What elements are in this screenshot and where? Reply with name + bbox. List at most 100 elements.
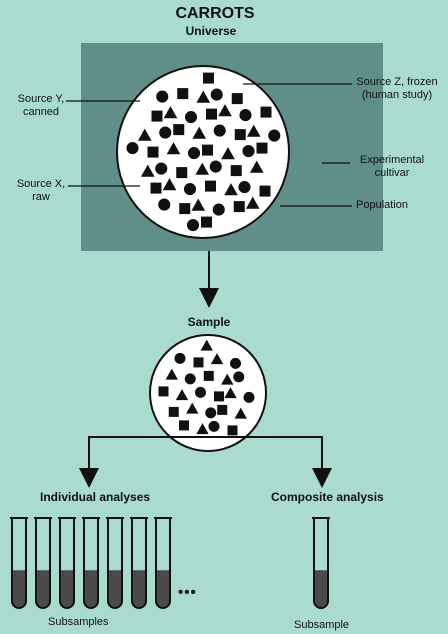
source-x-label: Source X, raw [10, 178, 72, 204]
circle-particle-icon [212, 203, 225, 216]
triangle-particle-icon [137, 128, 152, 141]
square-particle-icon [201, 216, 212, 228]
triangle-particle-icon [191, 198, 206, 211]
square-particle-icon [230, 165, 242, 177]
tube-liquid [84, 570, 98, 608]
diagram-title: CARROTS [175, 5, 255, 22]
circle-particle-icon [156, 90, 169, 103]
test-tube-icon [59, 518, 75, 609]
square-particle-icon [151, 110, 163, 122]
triangle-particle-icon [224, 183, 238, 196]
tube-liquid [108, 570, 122, 608]
triangle-particle-icon [186, 402, 199, 414]
square-particle-icon [193, 357, 204, 368]
subsample-label: Subsample [294, 619, 350, 631]
square-particle-icon [179, 203, 191, 215]
test-tube-icon [155, 518, 171, 609]
triangle-particle-icon [166, 142, 181, 155]
square-particle-icon [217, 404, 228, 415]
square-particle-icon [203, 72, 214, 84]
individual-analyses-label: Individual analyses [40, 490, 151, 504]
individual-test-tubes [10, 517, 172, 609]
circle-particle-icon [209, 160, 222, 173]
experimental-cultivar-label: Experimental cultivar [352, 154, 432, 180]
triangle-particle-icon [221, 147, 235, 160]
source-x-line2: raw [32, 191, 50, 204]
circle-particle-icon [213, 124, 226, 137]
tube-liquid [36, 570, 50, 608]
square-particle-icon [158, 386, 169, 397]
square-particle-icon [206, 108, 217, 120]
triangle-particle-icon [175, 389, 189, 401]
square-particle-icon [202, 144, 213, 156]
test-tube-icon [83, 518, 99, 609]
square-particle-icon [256, 142, 268, 154]
tube-liquid [132, 570, 146, 608]
circle-particle-icon [126, 142, 139, 155]
source-x-line1: Source X, [16, 178, 66, 190]
triangle-particle-icon [140, 164, 155, 177]
triangle-particle-icon [245, 196, 260, 209]
source-y-label: Source Y, canned [10, 93, 72, 119]
square-particle-icon [205, 180, 216, 192]
test-tube-icon [131, 518, 147, 609]
circle-particle-icon [233, 371, 245, 383]
triangle-particle-icon [249, 160, 264, 173]
tube-liquid [156, 570, 170, 608]
square-particle-icon [231, 93, 243, 105]
square-particle-icon [233, 201, 245, 213]
sample-particles [158, 339, 255, 436]
circle-particle-icon [230, 357, 241, 369]
more-tubes-ellipsis: ••• [178, 584, 197, 601]
circle-particle-icon [184, 111, 198, 124]
test-tube-icon [11, 518, 27, 609]
source-z-line1: Source Z, frozen [356, 76, 438, 88]
composite-analysis-label: Composite analysis [271, 490, 384, 504]
square-particle-icon [203, 370, 214, 381]
square-particle-icon [168, 406, 179, 417]
triangle-particle-icon [196, 90, 211, 103]
test-tube-icon [313, 518, 329, 609]
square-particle-icon [173, 124, 185, 136]
circle-particle-icon [242, 145, 255, 158]
circle-particle-icon [183, 183, 197, 196]
triangle-particle-icon [200, 339, 213, 351]
tube-liquid [314, 570, 328, 608]
circle-particle-icon [239, 109, 252, 122]
square-particle-icon [147, 146, 159, 158]
test-tube-icon [107, 518, 123, 609]
tube-liquid [12, 570, 26, 608]
circle-particle-icon [155, 162, 168, 175]
source-z-label: Source Z, frozen (human study) [352, 76, 442, 102]
composite-test-tube [312, 517, 330, 609]
circle-particle-icon [158, 198, 171, 211]
source-y-line2: canned [22, 106, 60, 119]
universe-label: Universe [185, 24, 237, 38]
source-y-line1: Source Y, [17, 93, 65, 105]
triangle-particle-icon [210, 353, 224, 365]
square-particle-icon [177, 88, 189, 100]
triangle-particle-icon [163, 106, 178, 119]
square-particle-icon [227, 425, 238, 436]
circle-particle-icon [210, 88, 223, 101]
square-particle-icon [176, 167, 188, 179]
circle-particle-icon [186, 219, 200, 232]
tube-liquid [60, 570, 74, 608]
triangle-particle-icon [221, 373, 234, 385]
circle-particle-icon [184, 373, 196, 385]
triangle-particle-icon [192, 126, 207, 139]
triangle-particle-icon [246, 124, 261, 137]
population-label: Population [356, 199, 408, 211]
source-z-line2: (human study) [361, 89, 433, 102]
circle-particle-icon [205, 407, 217, 419]
circle-particle-icon [174, 352, 186, 364]
branch-connector [88, 436, 323, 472]
circle-particle-icon [195, 386, 206, 398]
triangle-particle-icon [165, 368, 178, 380]
circle-particle-icon [238, 181, 251, 194]
triangle-particle-icon [218, 104, 232, 117]
circle-particle-icon [187, 147, 201, 160]
triangle-particle-icon [162, 178, 177, 191]
sample-label: Sample [187, 315, 231, 329]
